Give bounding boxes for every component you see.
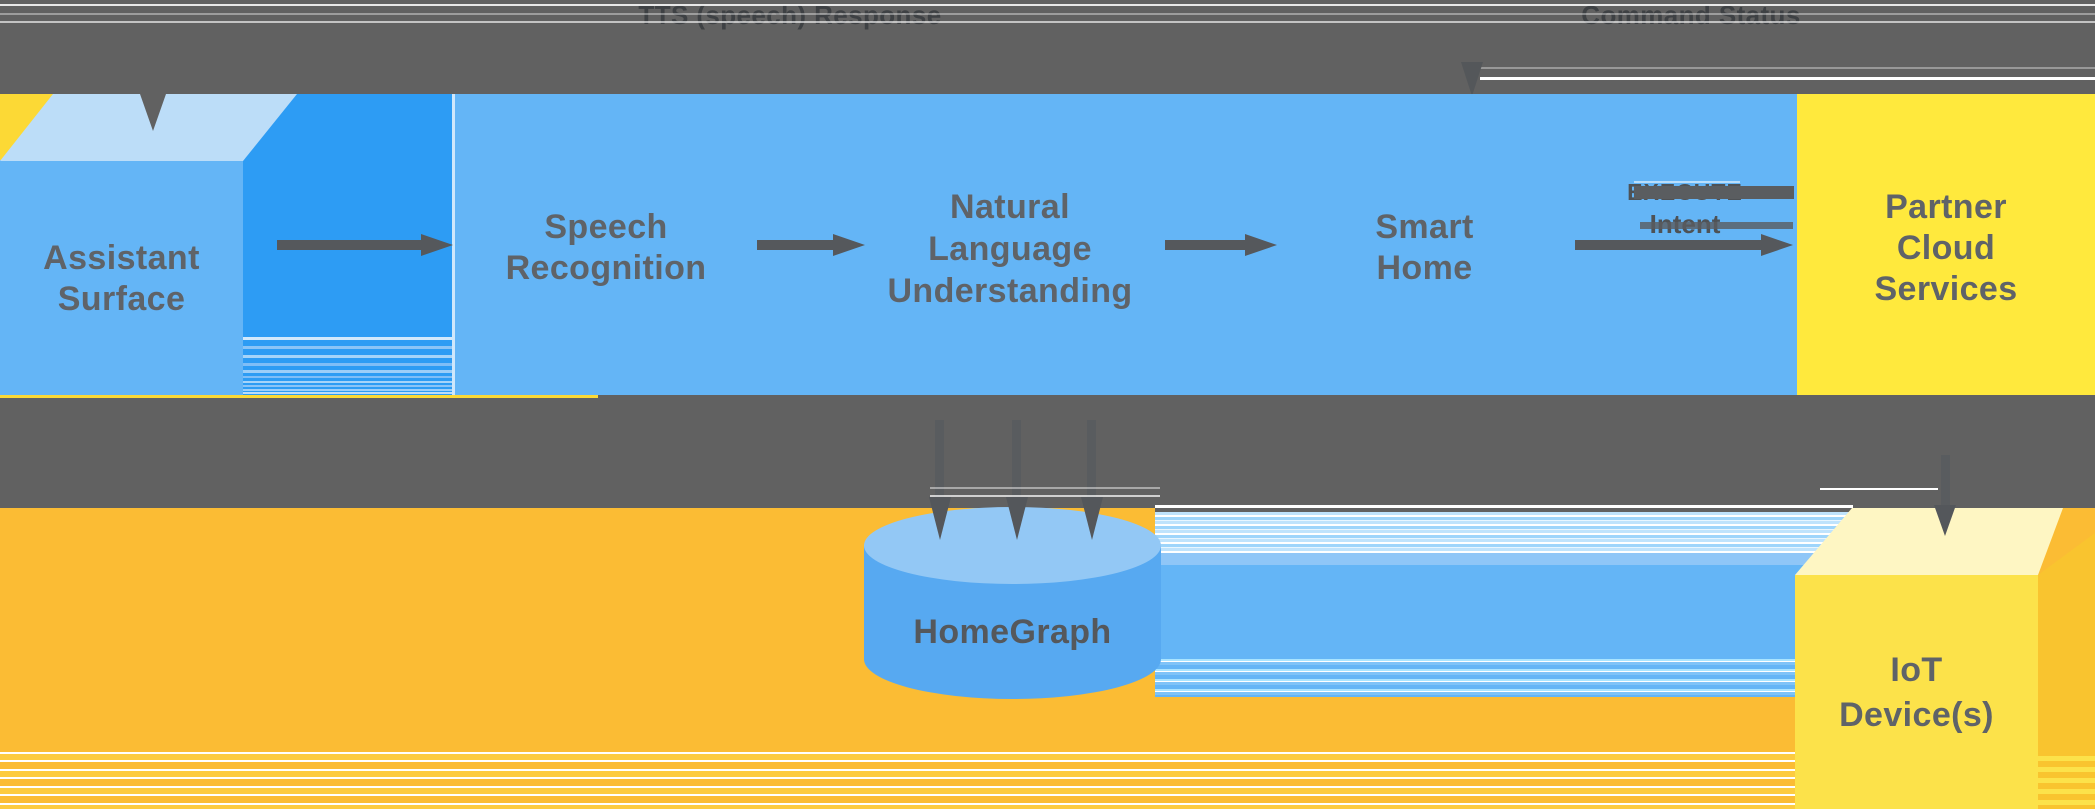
- side-panel-stripe: [243, 363, 452, 366]
- iot-side-face: [2038, 533, 2095, 809]
- band-streak-line-2: [0, 13, 2095, 15]
- homegraph-label: HomeGraph: [913, 613, 1112, 651]
- band-streak-line-3: [0, 21, 2095, 23]
- band-yellow-underline: [0, 395, 598, 398]
- homegraph-arrow-1-shaft: [935, 420, 944, 499]
- side-panel-stripe: [243, 389, 452, 391]
- side-panel-stripe: [243, 370, 452, 373]
- execute-streak-line: [1634, 181, 1740, 183]
- middle-band: [0, 395, 2095, 508]
- iot-inbound-arrow-shaft: [1941, 455, 1950, 507]
- bottom-interlace-stripes: [0, 745, 2095, 809]
- side-panel-stripe: [243, 376, 452, 378]
- side-panel-stripe: [243, 385, 452, 387]
- iot-devices-line2: Device(s): [1839, 696, 1994, 734]
- arrow-assistant-to-speech-shaft: [277, 240, 423, 250]
- homegraph-arrow-3-shaft: [1087, 420, 1096, 499]
- smear-solid-blue: [1155, 565, 1853, 655]
- arrow-nlu-to-smarthome-shaft: [1165, 240, 1247, 250]
- blue-smear-band: [1155, 505, 1853, 697]
- speech-recognition-line2: Recognition: [505, 249, 707, 287]
- smart-home-line2: Home: [1376, 249, 1473, 287]
- homegraph-arrow-3-head-icon: [1081, 497, 1103, 540]
- band-streak-line-1: [0, 4, 2095, 6]
- band-streak-near-arrows-2: [930, 495, 1160, 497]
- intent-occlusion-line: [1640, 222, 1793, 229]
- band-streak-near-arrows-1: [930, 487, 1160, 489]
- homegraph-arrow-2-shaft: [1012, 420, 1021, 499]
- partner-cloud-label: Partner Cloud Services: [1797, 187, 2095, 310]
- arrow-speech-to-nlu-shaft: [757, 240, 835, 250]
- smart-home-label: Smart Home: [1277, 207, 1572, 289]
- side-panel-stripe: [243, 381, 452, 383]
- nlu-line1: Natural: [950, 188, 1070, 226]
- arrow-smarthome-to-partner-shaft: [1575, 240, 1763, 250]
- side-panel-stripe: [243, 346, 452, 349]
- partner-cloud-box: [1797, 94, 2095, 395]
- assistant-surface-line1: Assistant: [43, 239, 200, 277]
- partner-cloud-line3: Services: [1874, 270, 2018, 308]
- command-status-arrowhead-icon: [1461, 62, 1483, 96]
- iot-front-face: [1795, 575, 2038, 809]
- speech-recognition-label: Speech Recognition: [455, 207, 757, 289]
- nlu-line3: Understanding: [887, 272, 1133, 310]
- arrow-nlu-to-smarthome-head-icon: [1245, 234, 1277, 256]
- smear-upper-solid: [1155, 553, 1853, 565]
- smart-home-line1: Smart: [1375, 208, 1474, 246]
- arrow-smarthome-to-partner-head-icon: [1761, 234, 1793, 256]
- nlu-label: Natural Language Understanding: [860, 186, 1160, 312]
- assistant-surface-label: Assistant Surface: [0, 238, 243, 320]
- arrow-assistant-to-speech-head-icon: [421, 234, 453, 256]
- iot-devices-label: IoT Device(s): [1795, 648, 2038, 738]
- arrow-speech-to-nlu-head-icon: [833, 234, 865, 256]
- panel-separator: [452, 94, 455, 395]
- homegraph-arrow-2-head-icon: [1006, 497, 1028, 540]
- smear-light-stripes: [1155, 512, 1853, 553]
- iot-devices-line1: IoT: [1890, 651, 1943, 689]
- iot-side-stripes: [2038, 750, 2095, 809]
- command-status-line-faint: [1480, 67, 2095, 69]
- side-panel-stripe: [243, 337, 452, 340]
- partner-cloud-line1: Partner: [1885, 188, 2007, 226]
- iot-inbound-arrowhead-icon: [1934, 505, 1956, 536]
- command-status-line: [1480, 77, 2095, 80]
- side-panel-stripe: [243, 355, 452, 358]
- homegraph-arrow-1-head-icon: [929, 497, 951, 540]
- pipeline-box: [455, 94, 1797, 395]
- partner-cloud-line2: Cloud: [1896, 229, 1996, 267]
- assistant-inbound-arrowhead-icon: [140, 94, 166, 131]
- assistant-surface-line2: Surface: [57, 280, 186, 318]
- speech-recognition-line1: Speech: [544, 208, 668, 246]
- execute-occlusion-bar: [1634, 186, 1794, 199]
- nlu-line2: Language: [928, 230, 1092, 268]
- band-streak-near-partner: [1820, 488, 1938, 490]
- smear-gray-line: [1155, 508, 1853, 512]
- smear-white-line: [1155, 505, 1853, 508]
- side-panel-stripe: [243, 392, 452, 394]
- smear-lower-stripes: [1155, 655, 1853, 697]
- assistant-front-face: [0, 160, 243, 395]
